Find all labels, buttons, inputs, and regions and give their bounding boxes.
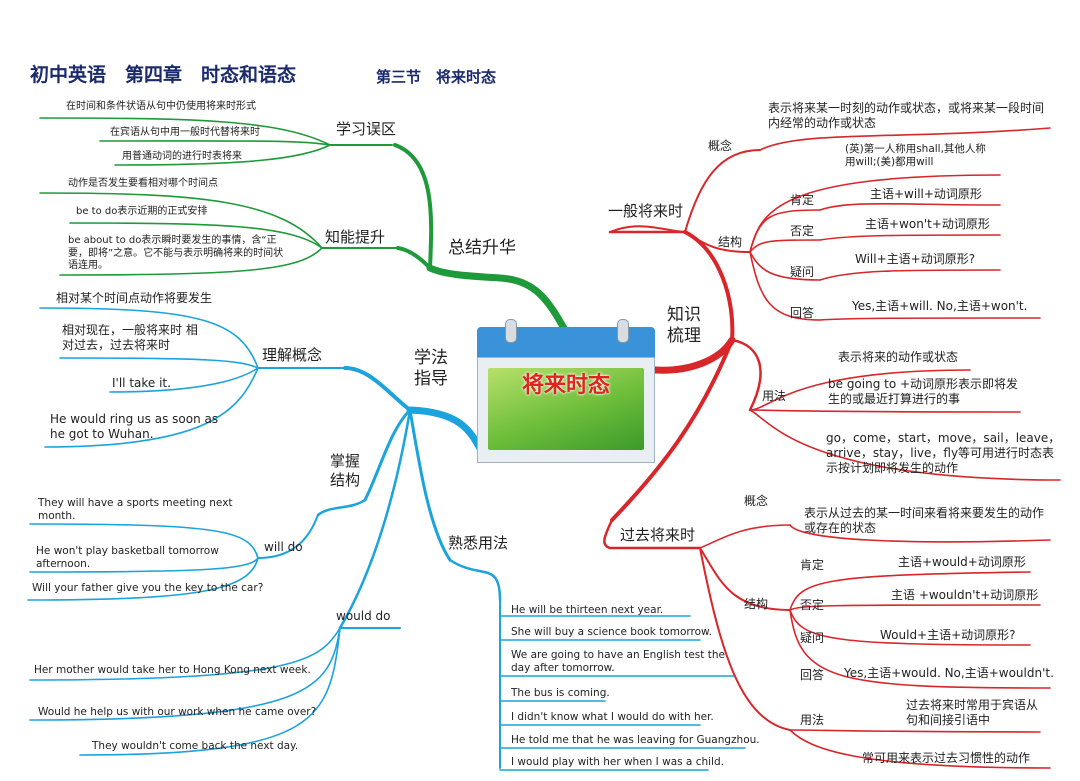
node-lijie-gainian: 理解概念 <box>262 346 323 364</box>
leaf-woulddo-2: Would he help us with our work when he c… <box>38 706 317 718</box>
leaf-xuexi-3: 用普通动词的进行时表将来 <box>122 151 242 162</box>
guoqu-struct-value-2: Would+主语+动词原形? <box>880 628 1016 642</box>
yiban-struct-value-1: 主语+won't+动词原形 <box>865 217 990 231</box>
branch-zongjie: 总结升华 <box>448 238 516 258</box>
guoqu-usage-2: 常可用来表示过去习惯性的动作 <box>862 751 1031 765</box>
leaf-shuxi-7: I would play with her when I was a child… <box>511 756 724 768</box>
branch-zhishi: 知识梳理 <box>667 305 701 347</box>
yiban-usage-label: 用法 <box>762 389 787 403</box>
node-guoqu-jianglaishi: 过去将来时 <box>620 526 696 544</box>
yiban-struct-value-2: Will+主语+动词原形? <box>855 252 976 266</box>
guoqu-struct-value-3: Yes,主语+would. No,主语+wouldn't. <box>844 666 1054 680</box>
branch-xuefa: 学法指导 <box>414 348 448 390</box>
red-branch-lines <box>603 127 1061 769</box>
guoqu-concept: 表示从过去的某一时间来看将来要发生的动作或存在的状态 <box>804 506 1045 535</box>
guoqu-struct-value-0: 主语+would+动词原形 <box>898 555 1026 569</box>
center-calendar-node: 将来时态 <box>477 319 655 463</box>
leaf-shuxi-6: He told me that he was leaving for Guang… <box>511 734 760 746</box>
leaf-shuxi-3: We are going to have an English test the… <box>511 649 725 675</box>
yiban-struct-value-3: Yes,主语+will. No,主语+won't. <box>852 299 1028 313</box>
yiban-usage-1: 表示将来的动作或状态 <box>838 350 959 364</box>
leaf-lijie-2: 相对现在，一般将来时 相对过去，过去将来时 <box>62 323 198 352</box>
leaf-zhineng-2: be to do表示近期的正式安排 <box>76 206 208 217</box>
node-zhangwo-jiegou: 掌握结构 <box>330 452 361 489</box>
yiban-usage-2: be going to +动词原形表示即将发生的或最近打算进行的事 <box>828 377 1019 406</box>
leaf-zhineng-1: 动作是否发生要看相对哪个时间点 <box>68 178 218 189</box>
yiban-struct-label-0: 肯定 <box>790 193 815 207</box>
node-xuexi-wuqu: 学习误区 <box>336 120 397 138</box>
guoqu-struct-label-1: 否定 <box>800 598 825 612</box>
node-zhineng-tisheng: 知能提升 <box>325 228 386 246</box>
node-will-do: will do <box>264 540 303 554</box>
yiban-usage-3: go，come，start，move，sail，leave，arrive，sta… <box>826 431 1061 475</box>
yiban-structure-label: 结构 <box>718 235 743 249</box>
calendar-ring-icon <box>617 319 629 343</box>
leaf-lijie-1: 相对某个时间点动作将要发生 <box>56 291 213 305</box>
section-title: 第三节 将来时态 <box>376 68 497 86</box>
guoqu-usage-label: 用法 <box>800 713 825 727</box>
leaf-zhineng-3: be about to do表示瞬时要发生的事情，含“正要，即将”之意。它不能与… <box>68 235 284 271</box>
calendar-body <box>477 357 655 463</box>
guoqu-usage-1: 过去将来时常用于宾语从句和间接引语中 <box>906 698 1039 727</box>
yiban-struct-value-0: 主语+will+动词原形 <box>870 187 982 201</box>
node-would-do: would do <box>336 609 391 623</box>
yiban-struct-label-2: 疑问 <box>790 265 815 279</box>
leaf-lijie-3: I'll take it. <box>112 376 171 390</box>
leaf-shuxi-5: I didn't know what I would do with her. <box>511 711 714 723</box>
page-title: 初中英语 第四章 时态和语态 <box>30 64 297 86</box>
green-branch-lines <box>39 117 569 334</box>
leaf-shuxi-1: He will be thirteen next year. <box>511 604 664 616</box>
leaf-xuexi-2: 在宾语从句中用一般时代替将来时 <box>110 127 260 138</box>
leaf-woulddo-1: Her mother would take her to Hong Kong n… <box>34 664 311 676</box>
leaf-willdo-1: They will have a sports meeting next mon… <box>38 497 233 523</box>
guoqu-struct-value-1: 主语 +wouldn't+动词原形 <box>891 588 1039 602</box>
center-label: 将来时态 <box>521 373 610 398</box>
leaf-lijie-4: He would ring us as soon as he got to Wu… <box>50 412 219 441</box>
leaf-woulddo-3: They wouldn't come back the next day. <box>92 740 299 752</box>
calendar-ring-icon <box>505 319 517 343</box>
leaf-shuxi-2: She will buy a science book tomorrow. <box>511 626 713 638</box>
leaf-xuexi-1: 在时间和条件状语从句中仍使用将来时形式 <box>66 101 256 112</box>
guoqu-struct-label-0: 肯定 <box>800 558 825 572</box>
leaf-willdo-3: Will your father give you the key to the… <box>32 582 264 594</box>
yiban-structure-note: (英)第一人称用shall,其他人称用will;(美)都用will <box>845 143 986 169</box>
guoqu-struct-label-3: 回答 <box>800 668 825 682</box>
guoqu-structure-label: 结构 <box>744 597 769 611</box>
node-yiban-jianglaishi: 一般将来时 <box>608 202 684 220</box>
calendar-page <box>488 368 644 450</box>
yiban-concept-label: 概念 <box>708 139 733 153</box>
yiban-concept: 表示将来某一时刻的动作或状态，或将来某一段时间内经常的动作或状态 <box>768 101 1045 130</box>
leaf-shuxi-4: The bus is coming. <box>511 687 610 699</box>
yiban-struct-label-3: 回答 <box>790 306 815 320</box>
guoqu-concept-label: 概念 <box>744 494 769 508</box>
leaf-willdo-2: He won't play basketball tomorrow aftern… <box>36 545 219 571</box>
guoqu-struct-label-2: 疑问 <box>800 631 825 645</box>
node-shuxi-yongfa: 熟悉用法 <box>448 534 509 552</box>
yiban-struct-label-1: 否定 <box>790 224 815 238</box>
